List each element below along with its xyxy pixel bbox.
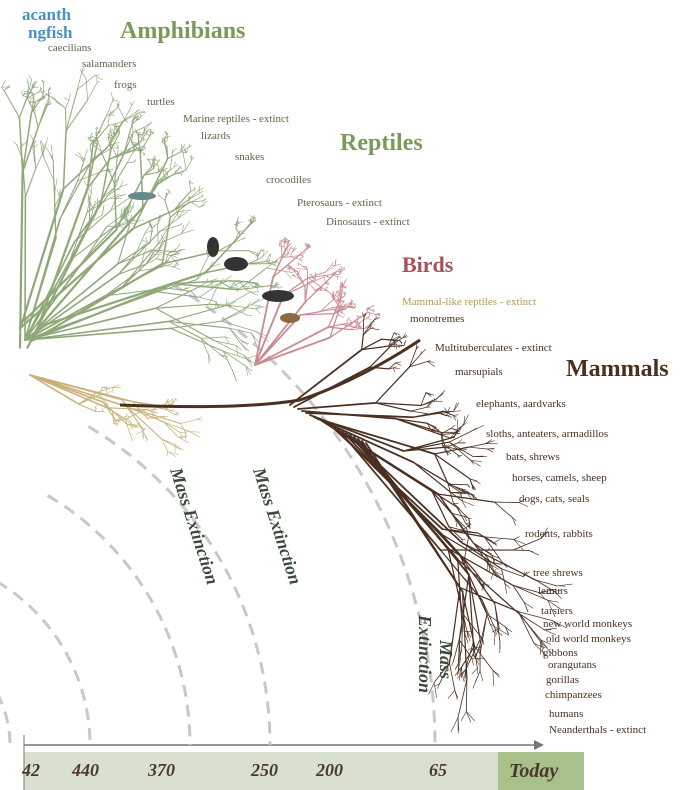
label-dogs: dogs, cats, seals [519, 493, 589, 506]
timeline-arrow [534, 740, 544, 750]
timeline-tick-250: 250 [251, 760, 278, 781]
mass-extinction-label-1: Mass Extinction [166, 464, 223, 587]
label-marsupials: marsupials [455, 366, 503, 379]
label-horses: horses, camels, sheep [512, 472, 607, 485]
timeline-tick-65: 65 [429, 760, 447, 781]
label-gorillas: gorillas [546, 674, 579, 687]
label-neanderthals: Neanderthals - extinct [549, 724, 646, 737]
timeline-tick-370: 370 [148, 760, 175, 781]
sauropod-silhouette [262, 290, 294, 302]
timeline-tick-42: 42 [22, 760, 40, 781]
timeline-tick-200: 200 [316, 760, 343, 781]
group-reptiles: Reptiles [340, 130, 423, 157]
label-bats: bats, shrews [506, 451, 560, 464]
label-frogs: frogs [114, 79, 137, 92]
mass-extinction-label-2: Mass Extinction [249, 464, 306, 587]
label-sloths: sloths, anteaters, armadillos [486, 428, 608, 441]
label-mammal-like-reptiles: Mammal-like reptiles - extinct [402, 296, 536, 309]
label-top-1: acanth [22, 6, 71, 24]
time-arc-2 [0, 582, 90, 746]
label-caecilians: caecilians [48, 42, 91, 55]
label-rodents: rodents, rabbits [525, 528, 593, 541]
label-multituberculates: Multituberculates - extinct [435, 342, 552, 355]
time-arc-1 [0, 650, 10, 745]
label-lemurs: lemurs [538, 585, 568, 598]
label-turtles: turtles [147, 96, 175, 109]
group-mammals: Mammals [566, 356, 669, 383]
label-tree-shrews: tree shrews [533, 567, 583, 580]
label-new-world-monkeys: new world monkeys [543, 618, 632, 631]
timeline-tick-440: 440 [72, 760, 99, 781]
time-arc-3 [48, 495, 190, 745]
mass-extinction-label-3b: Extinction [415, 614, 435, 693]
label-lizards: lizards [201, 130, 230, 143]
label-old-world-monkeys: old world monkeys [546, 633, 631, 646]
triceratops-silhouette [224, 257, 248, 271]
time-arc-5 [172, 285, 435, 746]
label-crocodiles: crocodiles [266, 174, 311, 187]
label-pterosaurs: Pterosaurs - extinct [297, 197, 382, 210]
label-top-2: ngfish [28, 24, 72, 42]
mass-extinction-label-3a: Mass [436, 639, 456, 679]
label-orangutans: orangutans [548, 659, 596, 672]
group-amphibians: Amphibians [120, 18, 245, 45]
label-humans: humans [549, 708, 583, 721]
marine-reptile-silhouette [128, 192, 156, 200]
group-birds: Birds [402, 252, 453, 278]
label-monotremes: monotremes [410, 313, 464, 326]
mammal-like-reptile-branches [30, 375, 203, 457]
label-marine-reptiles: Marine reptiles - extinct [183, 113, 289, 126]
pterosaur-silhouette [207, 237, 219, 257]
label-snakes: snakes [235, 151, 264, 164]
label-elephants: elephants, aardvarks [476, 398, 566, 411]
timeline-tick-today: Today [509, 760, 558, 783]
label-tarsiers: tarsiers [541, 605, 573, 618]
label-chimpanzees: chimpanzees [545, 689, 602, 702]
label-dinosaurs: Dinosaurs - extinct [326, 216, 410, 229]
label-salamanders: salamanders [82, 58, 136, 71]
theropod-silhouette [280, 313, 300, 323]
